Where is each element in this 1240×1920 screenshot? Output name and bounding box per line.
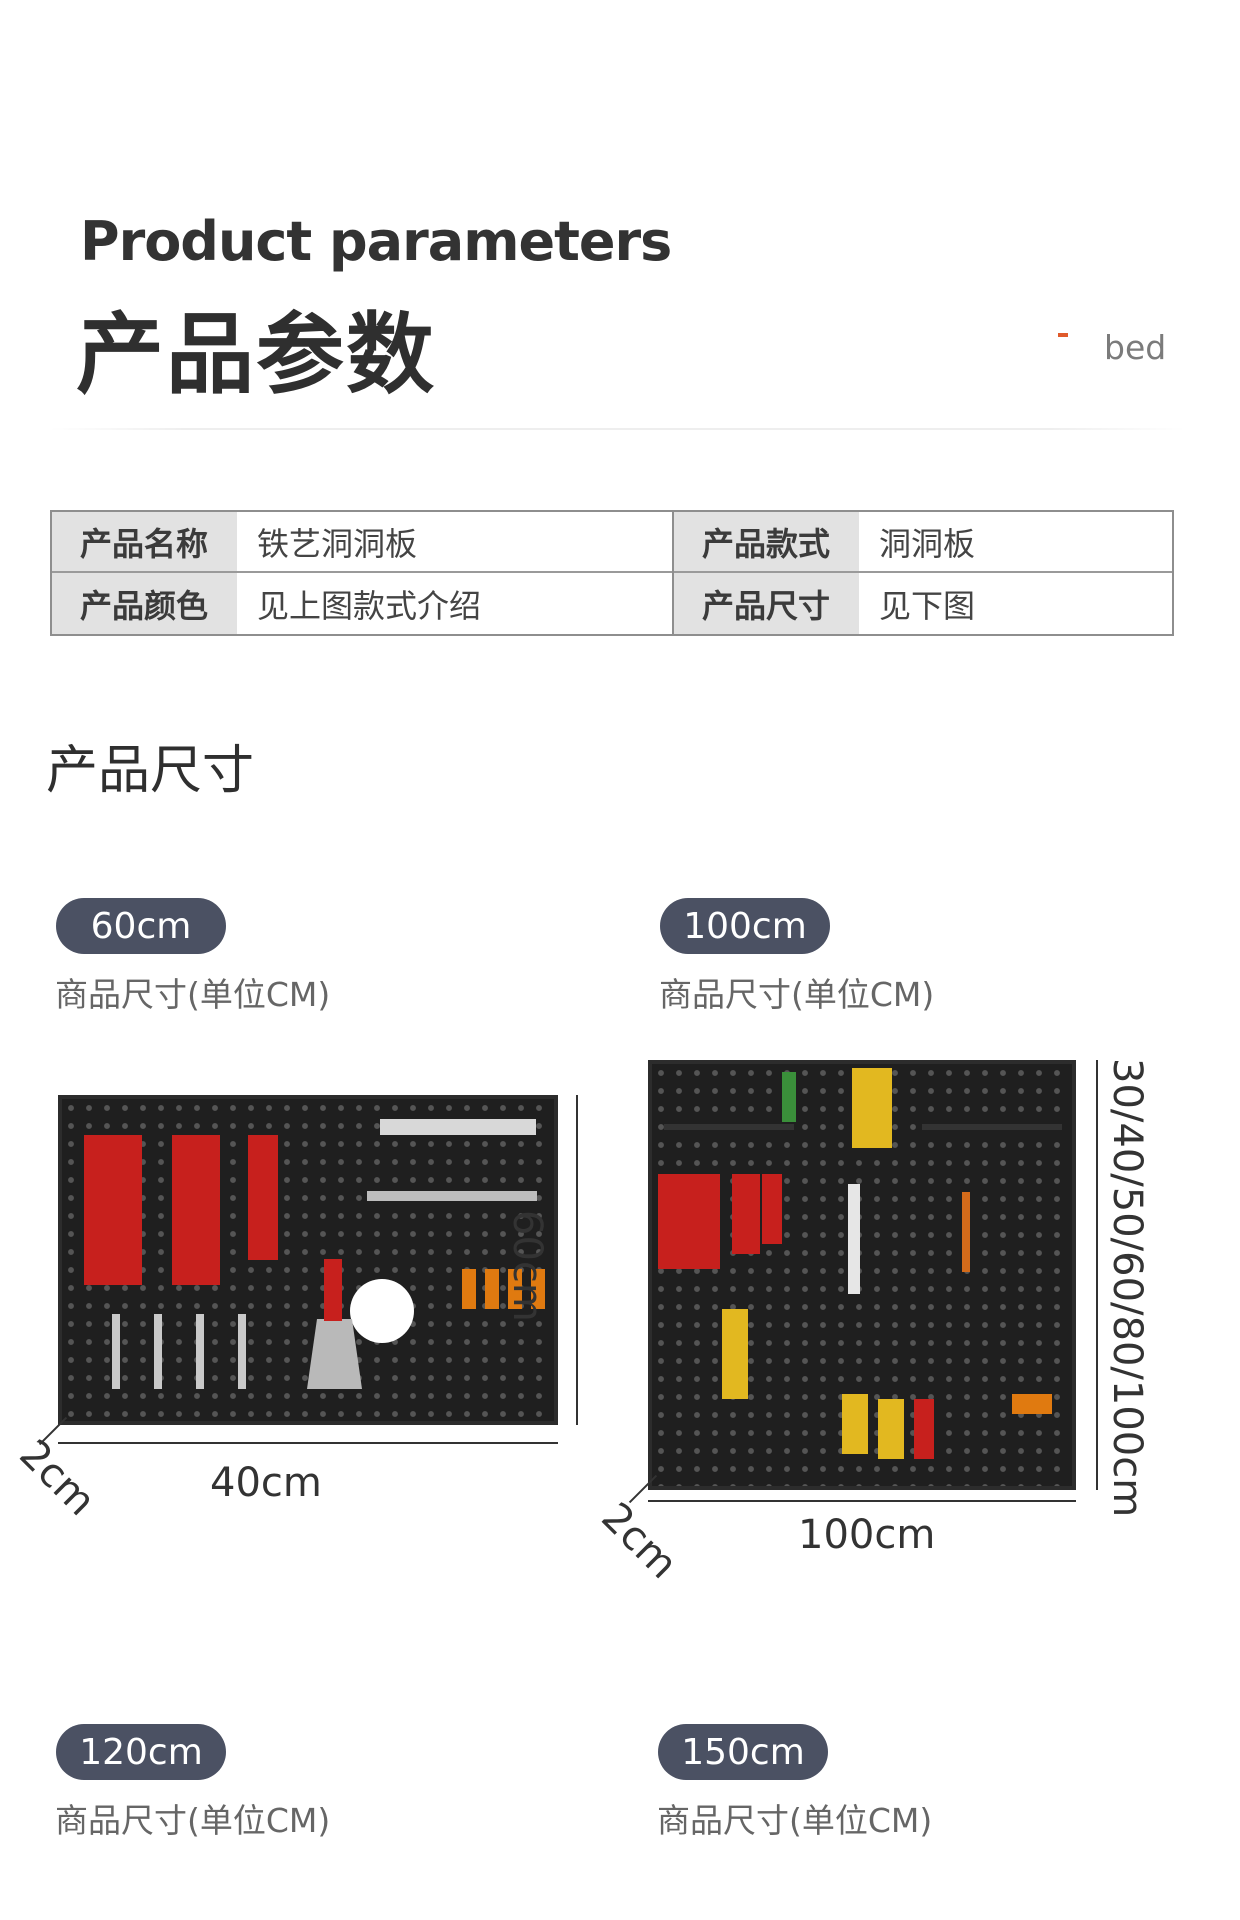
screwdriver (531, 1269, 545, 1309)
dim-width-label: 40cm (210, 1460, 322, 1506)
param-value: 铁艺洞洞板 (237, 512, 672, 571)
dim-width-label: 100cm (798, 1512, 936, 1558)
shelf (664, 1124, 794, 1130)
param-row-size: 产品尺寸 见下图 (674, 573, 1172, 634)
header-tag: bed (1104, 328, 1167, 367)
pipe-wrench (722, 1309, 748, 1399)
param-row-name: 产品名称 铁艺洞洞板 (52, 512, 672, 573)
param-value: 见下图 (859, 573, 1172, 634)
dim-line-width (648, 1500, 1076, 1502)
dim-height-label: 30/40/50/60/80/100cm (1104, 1058, 1150, 1518)
param-key: 产品尺寸 (674, 573, 859, 634)
spray-can (782, 1072, 796, 1122)
size-caption: 商品尺寸(单位CM) (55, 1801, 331, 1840)
dim-depth-label: 2cm (10, 1431, 105, 1525)
size-section-heading: 产品尺寸 (46, 741, 255, 801)
screwdriver (914, 1399, 934, 1459)
dim-line-height (576, 1095, 578, 1425)
socket-tray (84, 1135, 142, 1285)
param-key: 产品款式 (674, 512, 859, 571)
pegboard-large-image (648, 1060, 1076, 1490)
socket-tray (248, 1135, 278, 1260)
header-divider (50, 428, 1185, 430)
accent-dash (1058, 333, 1068, 337)
screwdriver (508, 1269, 522, 1309)
wrench (154, 1314, 162, 1389)
param-value: 见上图款式介绍 (237, 573, 672, 634)
dim-line-width (58, 1442, 558, 1444)
size-caption: 商品尺寸(单位CM) (657, 1801, 933, 1840)
params-table-left: 产品名称 铁艺洞洞板 产品颜色 见上图款式介绍 (50, 510, 674, 636)
brush (842, 1394, 868, 1454)
param-value: 洞洞板 (859, 512, 1172, 571)
tools-illustration (84, 1119, 545, 1389)
scraper (307, 1319, 362, 1389)
size-pill-60: 60cm (56, 898, 226, 954)
socket-tray (172, 1135, 220, 1285)
param-key: 产品名称 (52, 512, 237, 571)
socket-tray (658, 1174, 720, 1269)
size-pill-100: 100cm (660, 898, 830, 954)
scraper-handle (324, 1259, 342, 1321)
pegboard-small-image (58, 1095, 558, 1425)
socket-tray (732, 1174, 760, 1254)
hammer (962, 1192, 970, 1272)
screwdriver (485, 1269, 499, 1309)
caliper (367, 1191, 537, 1201)
wrench (196, 1314, 204, 1389)
size-caption: 商品尺寸(单位CM) (659, 975, 935, 1014)
size-pill-150: 150cm (658, 1724, 828, 1780)
param-row-color: 产品颜色 见上图款式介绍 (52, 573, 672, 634)
param-row-style: 产品款式 洞洞板 (674, 512, 1172, 573)
level (848, 1184, 860, 1294)
params-table-right: 产品款式 洞洞板 产品尺寸 见下图 (672, 510, 1174, 636)
dim-depth-label: 2cm (592, 1494, 687, 1588)
board-hole (350, 1279, 414, 1343)
size-pill-120: 120cm (56, 1724, 226, 1780)
brush (878, 1399, 904, 1459)
screwdriver (462, 1269, 476, 1309)
title-english: Product parameters (80, 210, 672, 273)
shelf (922, 1124, 1062, 1130)
dim-height-label: 60cm (504, 1210, 550, 1322)
size-caption: 商品尺寸(单位CM) (55, 975, 331, 1014)
param-key: 产品颜色 (52, 573, 237, 634)
socket-tray (762, 1174, 782, 1244)
wrench (238, 1314, 246, 1389)
screwdriver-set (1012, 1394, 1052, 1414)
ruler (380, 1119, 536, 1135)
tools-illustration (658, 1068, 1062, 1459)
wrench (112, 1314, 120, 1389)
drill (852, 1068, 892, 1148)
title-chinese: 产品参数 (76, 303, 437, 406)
dim-line-height (1096, 1060, 1098, 1490)
